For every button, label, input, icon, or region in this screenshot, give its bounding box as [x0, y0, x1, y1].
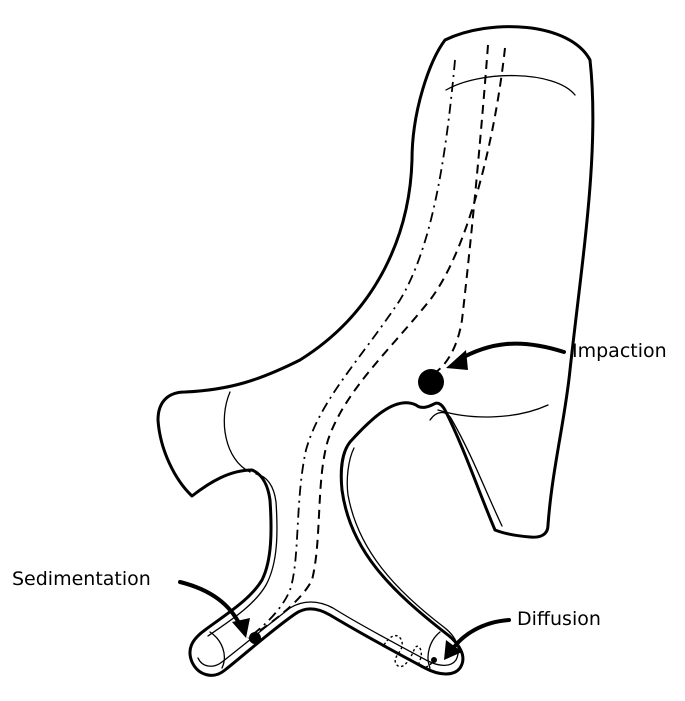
sedimentation-particle — [249, 632, 261, 644]
diffusion-arrow — [452, 620, 509, 650]
diffusion-label: Diffusion — [517, 610, 601, 629]
sedimentation-label: Sedimentation — [12, 570, 151, 589]
impaction-label: Impaction — [572, 342, 667, 361]
impaction-particle — [418, 369, 444, 395]
airway-outer-wall — [158, 27, 593, 676]
